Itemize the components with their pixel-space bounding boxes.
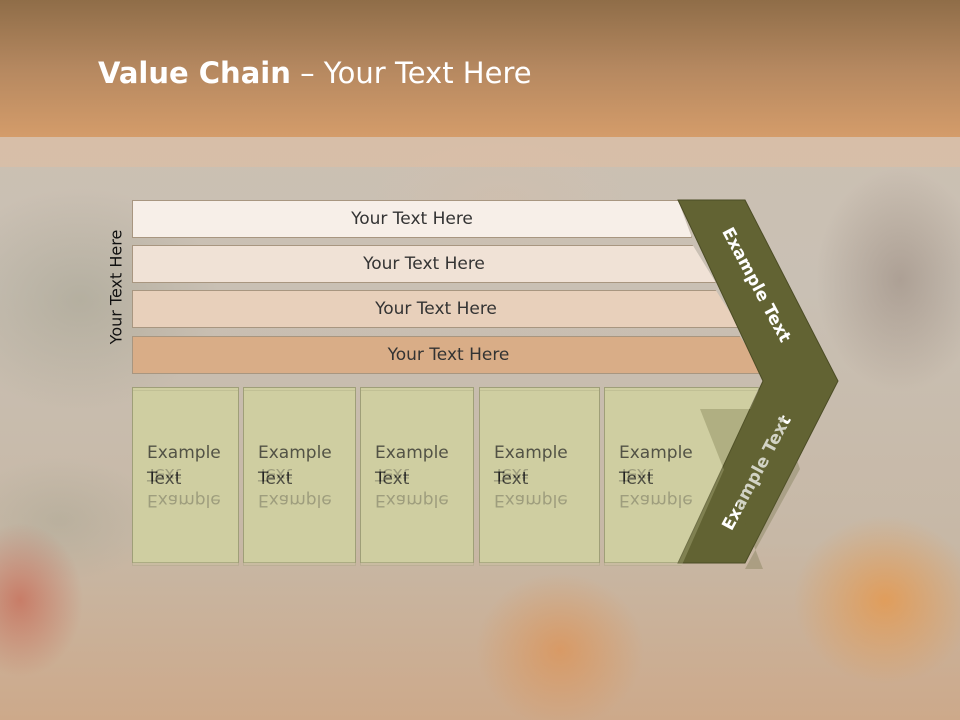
support-row-4[interactable]: Your Text Here — [132, 336, 765, 374]
box-line: Text — [258, 469, 293, 489]
support-row-3[interactable]: Your Text Here — [132, 290, 740, 328]
support-row-1[interactable]: Your Text Here — [132, 200, 692, 238]
box-line: Example — [258, 443, 332, 463]
title-band-accent — [0, 137, 960, 167]
slide-title-bold: Value Chain — [98, 56, 291, 90]
support-row-label: Your Text Here — [387, 345, 510, 365]
box-line: Example — [494, 443, 568, 463]
slide-title-rest: – Your Text Here — [290, 56, 532, 90]
box-line: Example — [147, 443, 221, 463]
support-row-label: Your Text Here — [363, 254, 485, 274]
margin-chevron-shape — [677, 199, 839, 564]
box-line: Example — [619, 443, 693, 463]
box-line: Text — [147, 469, 182, 489]
support-row-2[interactable]: Your Text Here — [132, 245, 716, 283]
slide-title[interactable]: Value Chain – Your Text Here — [98, 56, 532, 90]
box-line: Text — [375, 469, 410, 489]
support-row-label: Your Text Here — [375, 299, 497, 319]
box-line: Text — [494, 469, 529, 489]
title-band — [0, 0, 960, 137]
support-row-label: Your Text Here — [351, 209, 473, 229]
box-line: Example — [375, 443, 449, 463]
box-line: Text — [619, 469, 654, 489]
